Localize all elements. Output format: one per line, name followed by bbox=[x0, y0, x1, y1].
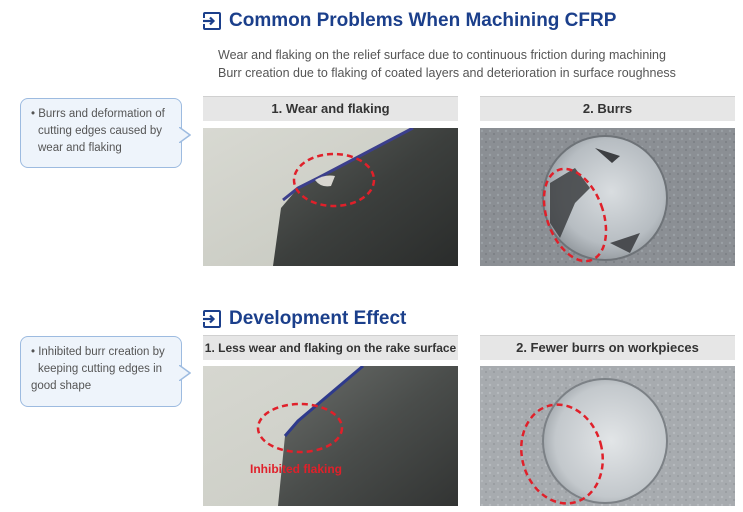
callout-line: wear and flaking bbox=[38, 142, 122, 154]
photo-wear-flaking bbox=[203, 128, 458, 266]
description-line: Wear and flaking on the relief surface d… bbox=[218, 48, 666, 62]
panel-header-burrs: 2. Burrs bbox=[480, 96, 735, 121]
section-title-development-effect: Development Effect bbox=[203, 308, 406, 330]
callout-line: keeping cutting edges in bbox=[38, 363, 163, 375]
highlight-circle bbox=[292, 152, 376, 208]
section-title-common-problems: Common Problems When Machining CFRP bbox=[203, 10, 616, 32]
photo-burrs bbox=[480, 128, 735, 266]
description-line: Burr creation due to flaking of coated l… bbox=[218, 66, 676, 80]
callout-line: good shape bbox=[31, 380, 92, 392]
callout-line: cutting edges caused by bbox=[38, 125, 163, 137]
photo-less-wear: Inhibited flaking bbox=[203, 366, 458, 506]
arrow-into-box-icon bbox=[203, 12, 221, 30]
callout-pointer-icon bbox=[179, 365, 191, 381]
panel-header-less-wear: 1. Less wear and flaking on the rake sur… bbox=[203, 335, 458, 360]
highlight-circle bbox=[542, 167, 608, 263]
callout-pointer-icon bbox=[179, 127, 191, 143]
section-title-text: Development Effect bbox=[229, 308, 407, 329]
photo-fewer-burrs bbox=[480, 366, 735, 506]
highlight-circle bbox=[520, 403, 604, 505]
highlight-circle bbox=[256, 402, 344, 454]
callout-burrs-deformation: • Burrs and deformation of cutting edges… bbox=[20, 98, 191, 168]
panel-header-fewer-burrs: 2. Fewer burrs on workpieces bbox=[480, 335, 735, 360]
callout-line: • Inhibited burr creation by bbox=[31, 346, 165, 358]
callout-inhibited-burr: • Inhibited burr creation by keeping cut… bbox=[20, 336, 191, 407]
inhibited-flaking-label: Inhibited flaking bbox=[250, 462, 342, 476]
callout-line: • Burrs and deformation of bbox=[31, 108, 165, 120]
problem-description: Wear and flaking on the relief surface d… bbox=[218, 46, 676, 82]
panel-header-wear-flaking: 1. Wear and flaking bbox=[203, 96, 458, 121]
section-title-text: Common Problems When Machining CFRP bbox=[229, 10, 617, 31]
arrow-into-box-icon bbox=[203, 310, 221, 328]
